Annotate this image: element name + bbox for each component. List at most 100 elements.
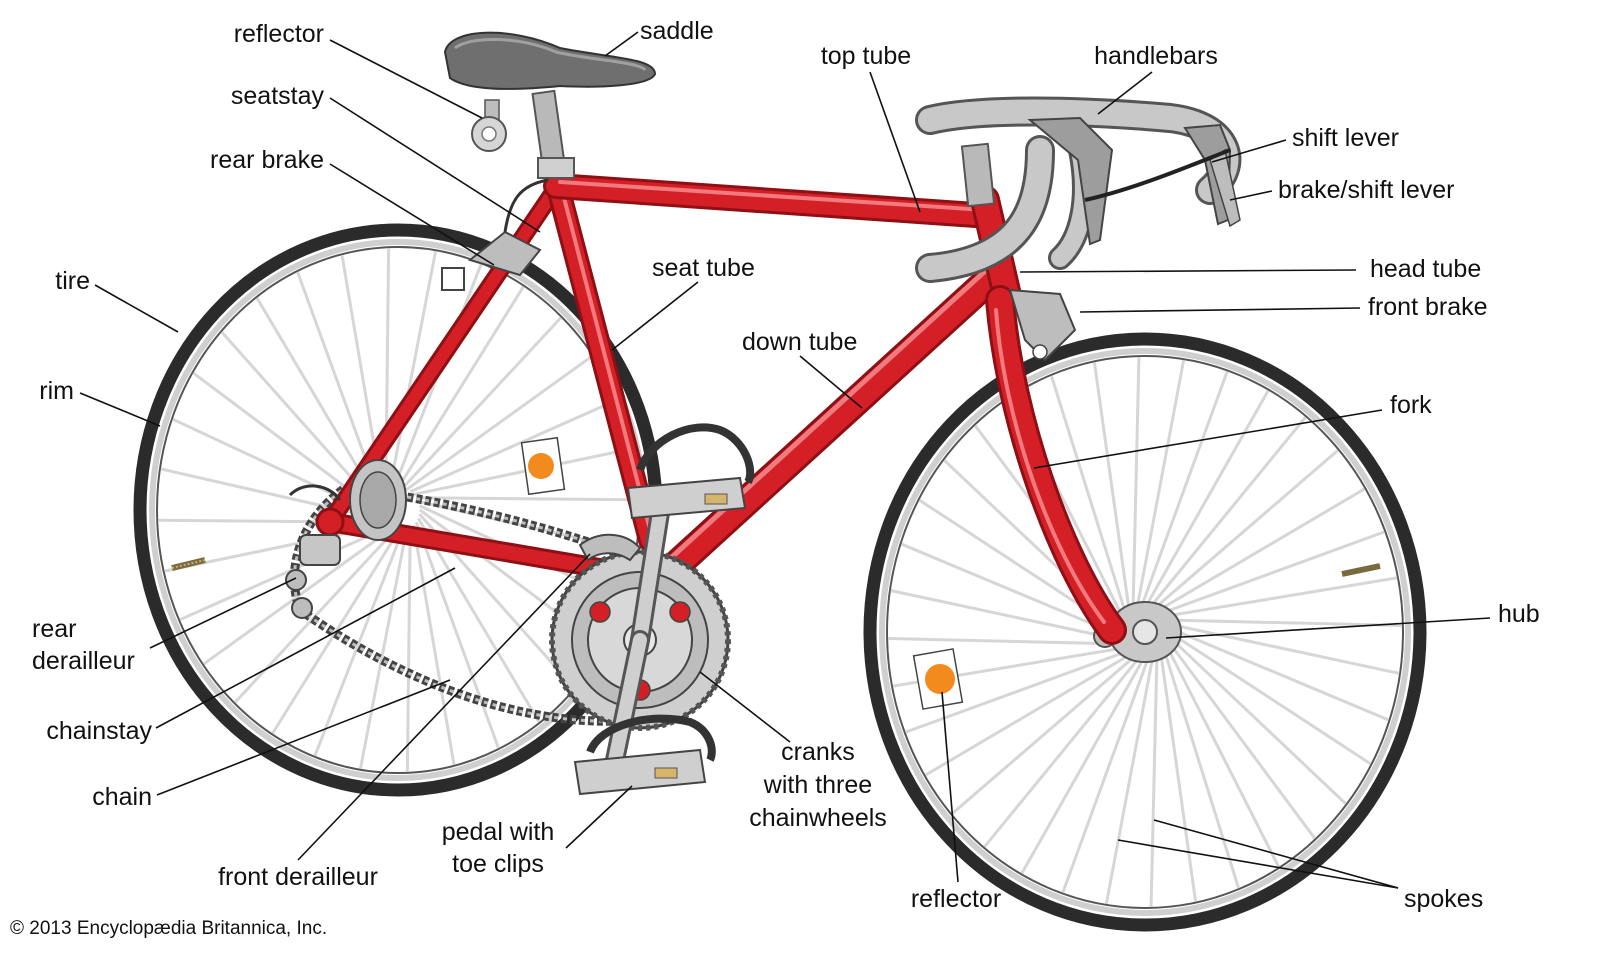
leader-cranks (699, 671, 791, 743)
spoke (1159, 530, 1385, 616)
leader-lines (79, 31, 1491, 889)
crankset (549, 490, 731, 770)
spoke (1156, 487, 1366, 613)
brake-shift-levers (1027, 116, 1241, 246)
label-spokes: spokes (1404, 885, 1483, 913)
spoke (1164, 643, 1281, 868)
label-pedal-line1: pedal with (442, 818, 555, 846)
leader-front-derailleur (297, 553, 591, 861)
label-brake-shift-lever: brake/shift lever (1278, 176, 1454, 204)
leader-brake-shift-lever (1229, 190, 1273, 201)
spoke (396, 285, 525, 489)
leader-chain (156, 679, 451, 796)
spoke (401, 316, 563, 490)
leader-handlebars (1097, 71, 1153, 115)
front-tire (863, 332, 1427, 932)
spoke (1166, 639, 1317, 840)
spoke (416, 496, 638, 502)
leader-fork (1033, 409, 1383, 469)
spoke (1149, 652, 1159, 907)
spoke (1152, 449, 1339, 611)
leader-reflector-rear (329, 39, 483, 119)
label-chain: chain (92, 783, 152, 811)
leader-rim (79, 392, 161, 427)
spoke (983, 654, 1142, 848)
spoke (1168, 630, 1372, 766)
leader-seat-tube (611, 281, 699, 351)
bicycle-frame (315, 168, 1127, 645)
label-fork: fork (1390, 391, 1432, 419)
stem (960, 142, 996, 208)
label-handlebars: handlebars (1094, 42, 1218, 70)
spoke (384, 248, 391, 492)
leader-top-tube (869, 71, 921, 213)
label-seatstay: seatstay (231, 82, 325, 110)
leader-rear-derailleur (149, 577, 297, 649)
spoke (413, 447, 632, 496)
spoke (414, 521, 500, 749)
spoke (1165, 618, 1402, 628)
leader-tire (94, 284, 179, 333)
label-cranks-line1: cranks (781, 738, 855, 766)
front-derailleur (578, 533, 642, 562)
spoke (951, 653, 1138, 815)
chain (289, 483, 694, 726)
spoke (417, 517, 541, 723)
spoke (888, 636, 1125, 646)
rear-brake (441, 178, 549, 291)
label-pedal-line2: toe clips (452, 850, 544, 878)
spoke (905, 648, 1131, 734)
label-head-tube: head tube (1370, 255, 1481, 283)
rear-reflector (471, 99, 507, 152)
label-top-tube: top tube (821, 42, 911, 70)
rear-wheel-reflector (520, 436, 566, 496)
spoke (900, 542, 1122, 638)
leader-spokes-a (1117, 839, 1399, 889)
label-rim: rim (39, 377, 74, 405)
spoke (358, 530, 408, 770)
label-seat-tube: seat tube (652, 254, 755, 282)
rear-tire-valve (171, 557, 206, 571)
label-chainstay: chainstay (46, 717, 152, 745)
spoke (388, 250, 438, 490)
spoke (1167, 622, 1400, 675)
spoke (1148, 416, 1307, 610)
front-brake (1008, 288, 1077, 362)
spoke (1168, 626, 1390, 722)
spoke (405, 354, 594, 491)
label-saddle: saddle (640, 17, 714, 45)
leader-reflector-front (941, 691, 959, 883)
label-rear-derailleur-line1: rear (32, 615, 76, 643)
spoke (1158, 650, 1198, 902)
spoke (1167, 635, 1347, 805)
spoke (1104, 654, 1155, 905)
spoke (313, 531, 404, 757)
leader-down-tube (799, 355, 863, 409)
leader-front-brake (1079, 307, 1361, 313)
spoke (179, 526, 387, 622)
leader-saddle (604, 31, 639, 57)
spoke (1161, 646, 1241, 889)
label-down-tube: down tube (742, 328, 857, 356)
spoke (412, 525, 456, 766)
label-cranks-line3: chainwheels (749, 804, 887, 832)
spoke (1049, 375, 1129, 618)
label-tire: tire (55, 267, 90, 295)
rear-derailleur (285, 484, 342, 619)
spoke (202, 529, 391, 666)
front-spokes (888, 357, 1402, 907)
label-front-derailleur: front derailleur (218, 863, 378, 891)
label-shift-lever: shift lever (1292, 124, 1399, 152)
label-cranks-line2: with three (763, 771, 872, 799)
spoke (1139, 370, 1229, 609)
upper-pedal-with-toe-clip (626, 423, 755, 520)
leader-head-tube (1019, 269, 1357, 273)
leader-pedal (565, 785, 633, 849)
spoke (1131, 357, 1141, 612)
leader-hub (1165, 617, 1491, 639)
front-wheel (863, 332, 1427, 932)
rear-cassette (349, 459, 407, 541)
front-tire-valve (1341, 563, 1381, 577)
label-front-brake: front brake (1368, 293, 1488, 321)
